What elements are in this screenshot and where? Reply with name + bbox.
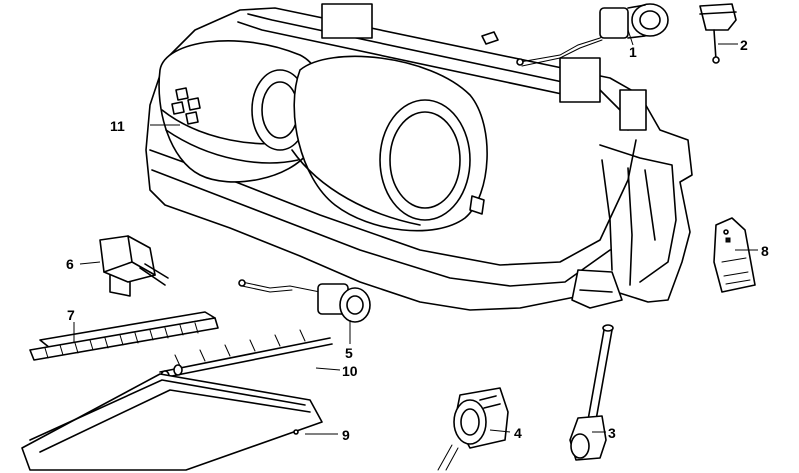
- part-5-motor: [238, 279, 371, 323]
- blower-left: [158, 40, 325, 183]
- callout-4: 4: [514, 425, 522, 441]
- callout-11: 11: [110, 118, 125, 134]
- part-4-servo: [437, 387, 509, 471]
- callout-8: 8: [761, 243, 769, 259]
- part-8-bracket: [713, 217, 756, 293]
- part-1-control-switch: [481, 3, 669, 67]
- callout-3: 3: [608, 425, 616, 441]
- part-9-cover: [21, 373, 323, 471]
- part-10-resistor: [159, 329, 333, 382]
- callout-labels: 1 2 3 4 5 6 7 8 9 10 11: [66, 37, 769, 443]
- part-6-relay: [99, 235, 169, 297]
- callout-2: 2: [740, 37, 748, 53]
- part-3-sensor: [569, 324, 614, 461]
- part-2-actuator: [699, 3, 737, 64]
- callout-9: 9: [342, 427, 350, 443]
- leader-lines: [73, 29, 758, 435]
- callout-1: 1: [629, 44, 637, 60]
- callout-7: 7: [67, 307, 75, 323]
- blower-right: [291, 55, 488, 232]
- callout-5: 5: [345, 345, 353, 361]
- callout-6: 6: [66, 256, 74, 272]
- part-7-strip: [29, 311, 219, 361]
- callout-10: 10: [342, 363, 358, 379]
- housing-screws: [171, 87, 485, 215]
